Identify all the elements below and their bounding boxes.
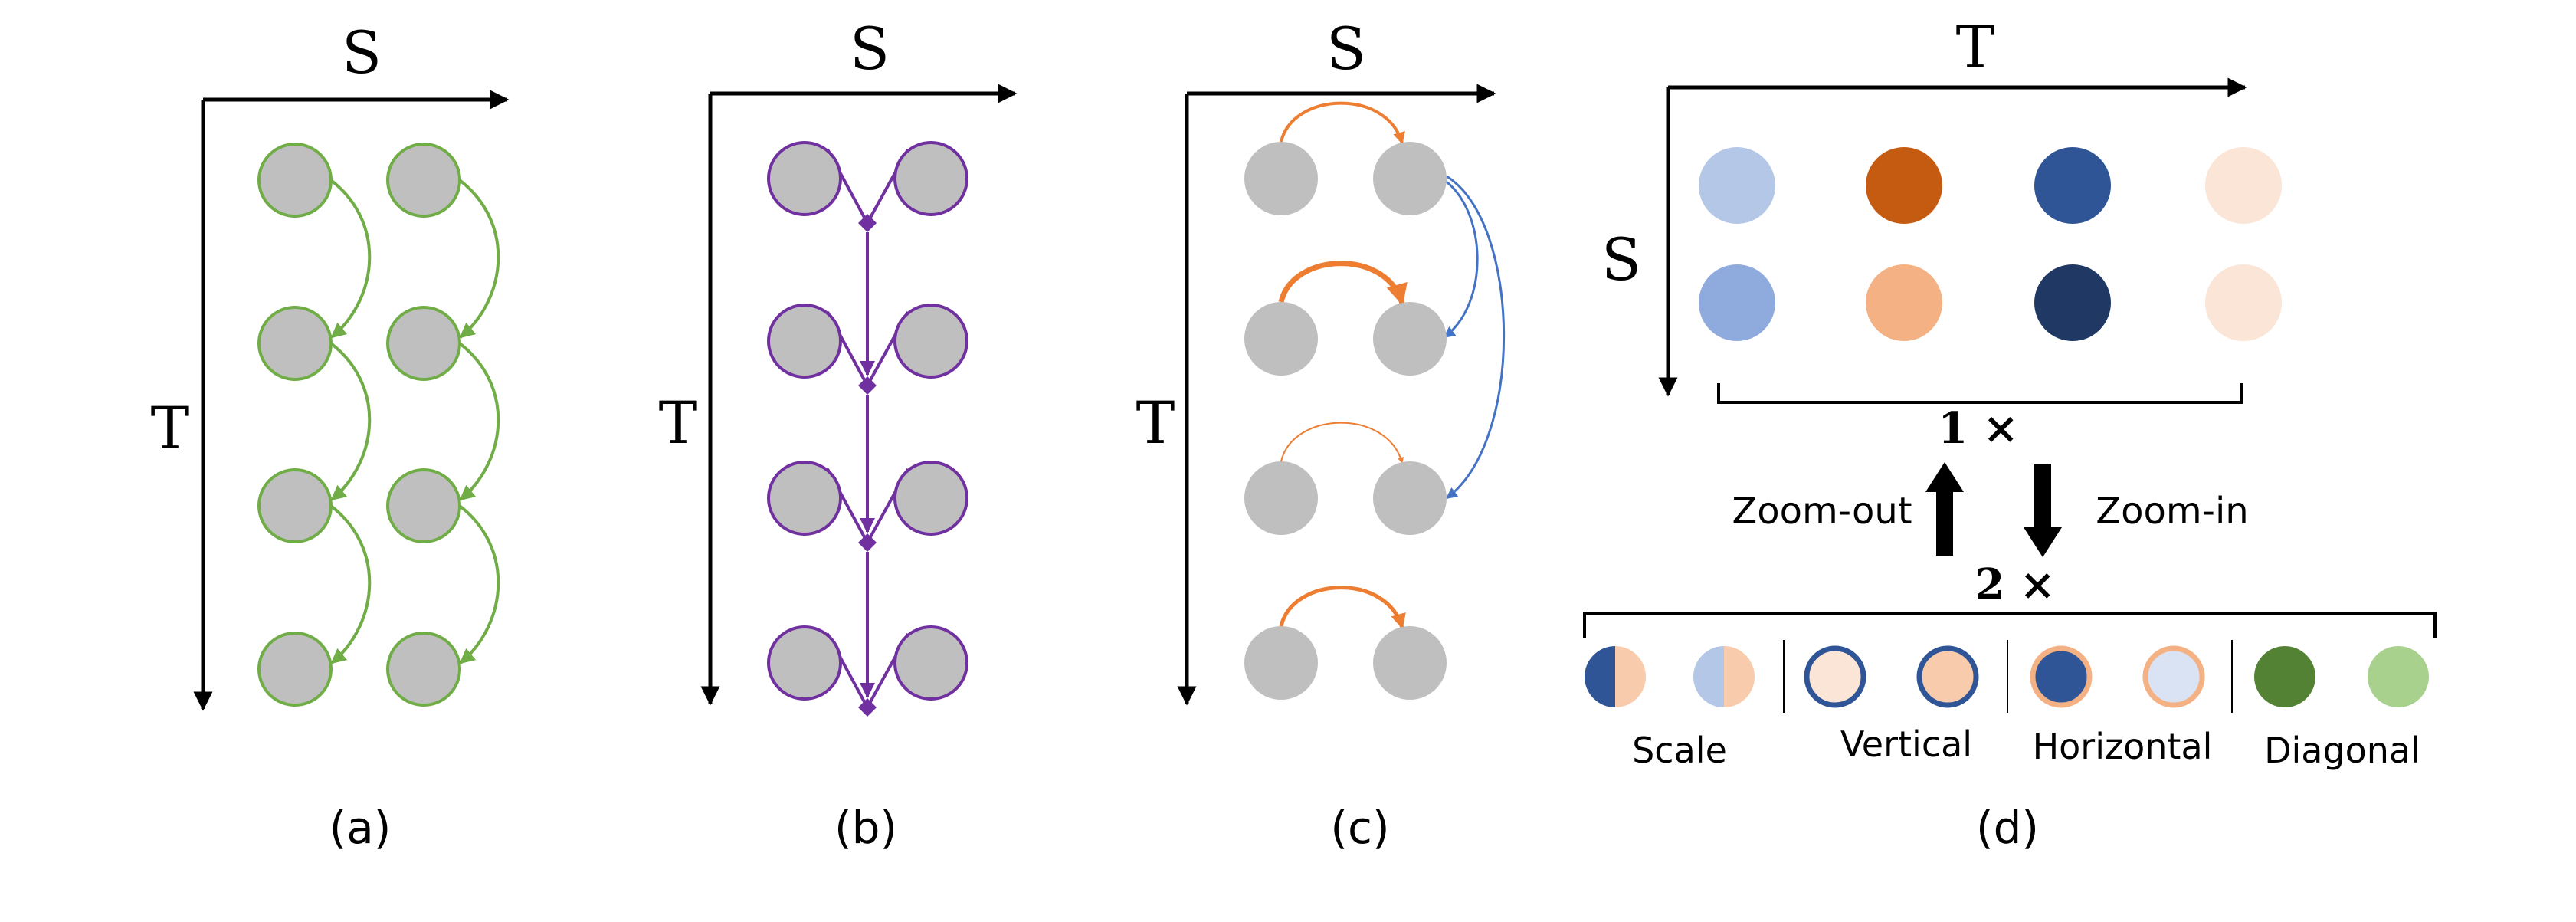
node [257, 468, 333, 543]
node [386, 468, 461, 543]
group-label-diagonal: Diagonal [2264, 730, 2420, 771]
node [1373, 626, 1447, 700]
grid-circle [1866, 147, 1942, 224]
panel-a: S T (a) [151, 18, 510, 854]
node [767, 461, 842, 536]
panel-d-legend-circles [1585, 645, 2429, 708]
node [1244, 302, 1318, 376]
panel-b-edges [826, 149, 909, 717]
edge-arrow-blue [1443, 179, 1479, 339]
edge-arrow-orange [1279, 586, 1406, 629]
group-label-scale: Scale [1632, 730, 1727, 771]
edge-arrow [324, 338, 372, 501]
panel-b: S T (b) [659, 15, 1018, 854]
node [893, 461, 968, 536]
node [257, 632, 333, 707]
node [893, 625, 968, 701]
ring-circle [1916, 645, 1979, 708]
edge-arrow [324, 175, 372, 339]
node [1373, 302, 1447, 376]
node [893, 141, 968, 216]
half-circle-right [1724, 646, 1755, 707]
solid-circle [2368, 646, 2429, 707]
panel-d-scale-1x: 1 × [1938, 403, 2018, 454]
panel-c: S T (c) [1136, 15, 1506, 854]
zoom-in-label: Zoom-in [2096, 490, 2248, 533]
zoom-in-arrow [2024, 464, 2062, 557]
panel-d: T S 1 × Zoom-out Zoom-in 2 × Scale Verti… [1583, 13, 2437, 854]
half-circle-right [1615, 646, 1646, 707]
panel-a-edges [324, 175, 500, 664]
panel-d-color-grid [1699, 147, 2282, 341]
group-label-horizontal: Horizontal [2033, 726, 2213, 767]
node [767, 141, 842, 216]
edge-arrow [453, 500, 500, 664]
panel-d-x-label: T [1956, 13, 1995, 81]
panel-c-x-label: S [1326, 15, 1366, 83]
panel-c-y-label: T [1136, 389, 1175, 457]
group-label-vertical: Vertical [1840, 723, 1972, 765]
node [893, 304, 968, 379]
edge-arrow-orange [1280, 422, 1404, 464]
merge-diamond [858, 533, 877, 552]
edge-arrow-orange [1280, 101, 1405, 145]
ring-circle [2030, 645, 2093, 708]
grid-circle [2034, 264, 2111, 341]
panel-a-nodes [257, 143, 461, 707]
panel-c-edges [1278, 101, 1506, 629]
node [257, 306, 333, 381]
edge-arrow [453, 175, 500, 339]
solid-circle [2254, 646, 2315, 707]
ring-circle [2142, 645, 2205, 708]
merge-diamond [858, 214, 877, 232]
node [386, 632, 461, 707]
grid-circle [2205, 264, 2282, 341]
node [1373, 461, 1447, 535]
ring-circle [1804, 645, 1866, 708]
grid-circle [1699, 264, 1775, 341]
grid-circle [1699, 147, 1775, 224]
half-circle-left [1585, 646, 1615, 707]
node [767, 304, 842, 379]
panel-b-y-label: T [659, 389, 698, 457]
panel-b-nodes [767, 141, 968, 701]
panel-d-bracket-2x [1583, 612, 2437, 638]
panel-c-caption: (c) [1330, 802, 1389, 854]
node [1244, 461, 1318, 535]
panel-c-nodes [1244, 142, 1447, 700]
grid-circle [1866, 264, 1942, 341]
node [1373, 142, 1447, 215]
zoom-out-label: Zoom-out [1732, 490, 1912, 533]
edge-arrow-orange [1278, 261, 1408, 306]
edge-arrow-blue [1445, 175, 1506, 500]
node [1244, 626, 1318, 700]
node [1244, 142, 1318, 215]
panel-d-bracket-1x [1717, 383, 2243, 404]
panel-d-y-label: S [1601, 225, 1641, 294]
panel-b-x-label: S [850, 15, 890, 83]
panel-b-caption: (b) [834, 802, 897, 854]
panel-d-caption: (d) [1976, 802, 2039, 854]
zoom-out-arrow [1925, 462, 1964, 556]
node [767, 625, 842, 701]
panel-a-caption: (a) [329, 802, 392, 854]
grid-circle [2205, 147, 2282, 224]
node [257, 143, 333, 218]
node [386, 306, 461, 381]
half-circle-left [1693, 646, 1724, 707]
node [386, 143, 461, 218]
grid-circle [2034, 147, 2111, 224]
merge-diamond [858, 698, 877, 717]
panel-d-scale-2x: 2 × [1975, 559, 2055, 610]
edge-arrow [453, 338, 500, 501]
panel-a-y-label: T [151, 394, 190, 462]
merge-diamond [858, 376, 877, 395]
edge-arrow [324, 500, 372, 664]
panel-a-x-label: S [342, 18, 382, 87]
